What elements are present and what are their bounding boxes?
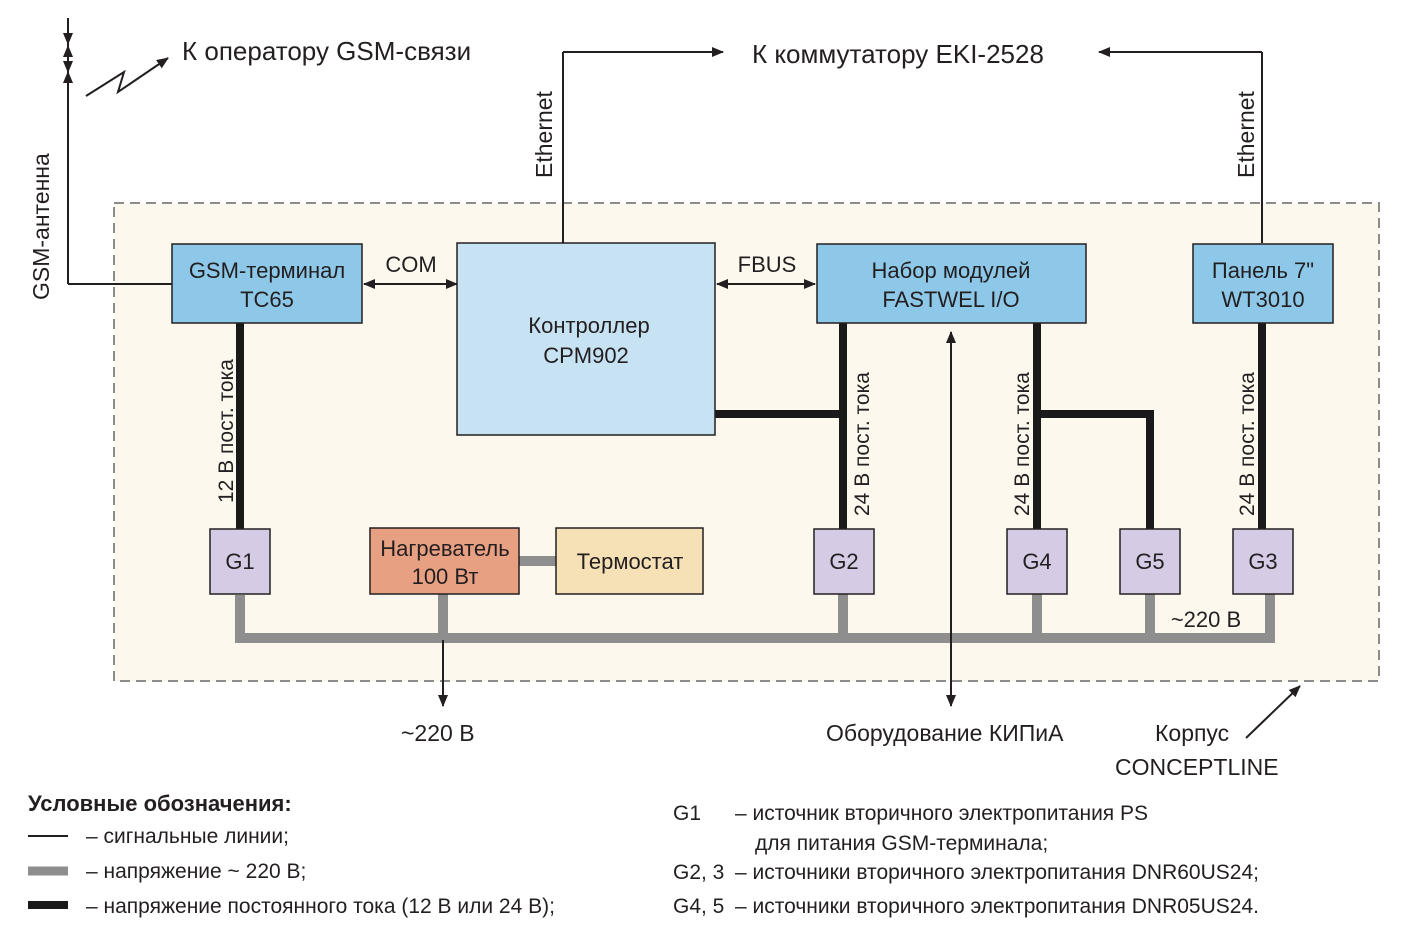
heater-block: Нагреватель 100 Вт <box>369 527 520 595</box>
controller-line2: CPM902 <box>543 343 629 368</box>
g3-block: G3 <box>1232 528 1294 595</box>
gsm-terminal-line2: TC65 <box>240 287 294 312</box>
note-g23-code: G2, 3 <box>673 861 724 884</box>
g5-block: G5 <box>1119 528 1181 595</box>
gsm-operator-label: К оператору GSM-связи <box>182 36 471 66</box>
heater-line1: Нагреватель <box>380 536 509 561</box>
io-modules-block: Набор модулей FASTWEL I/O <box>816 243 1087 324</box>
dc-lines <box>236 323 1266 531</box>
panel-line1: Панель 7" <box>1212 258 1314 283</box>
io-modules-line1: Набор модулей <box>872 258 1031 283</box>
ac-bus-label: ~220 В <box>1171 607 1241 632</box>
gsm-terminal-line1: GSM-терминал <box>189 258 345 283</box>
gsm-antenna-label: GSM-антенна <box>28 153 54 300</box>
thermostat-block: Термостат <box>555 527 704 595</box>
heater-line2: 100 Вт <box>412 564 479 589</box>
gsm-terminal-block: GSM-терминал TC65 <box>171 243 363 324</box>
dc-g4-label: 24 В пост. тока <box>1011 372 1034 516</box>
note-g1-text2: для питания GSM-терминала; <box>755 832 1048 855</box>
ac-bus <box>235 556 1275 643</box>
ethernet-right-label: Ethernet <box>1233 90 1259 178</box>
switch-label: К коммутатору EKI-2528 <box>752 39 1044 69</box>
note-g45-code: G4, 5 <box>673 895 724 918</box>
legend-dc-label: – напряжение постоянного тока (12 В или … <box>86 895 555 918</box>
legend-ac-label: – напряжение ~ 220 В; <box>86 860 306 883</box>
signal-lines <box>63 18 1301 739</box>
g4-label: G4 <box>1022 549 1051 574</box>
panel-block: Панель 7" WT3010 <box>1192 243 1334 324</box>
controller-line1: Контроллер <box>528 313 649 338</box>
dc-g2-label: 24 В пост. тока <box>851 372 874 516</box>
legend-title: Условные обозначения: <box>28 791 292 816</box>
ethernet-left-label: Ethernet <box>531 90 557 178</box>
mains-label: ~220 В <box>401 720 475 746</box>
g5-label: G5 <box>1135 549 1164 574</box>
dc-g3-label: 24 В пост. тока <box>1236 372 1259 516</box>
dc-g1-label: 12 В пост. тока <box>215 359 238 503</box>
note-g1-code: G1 <box>673 802 701 825</box>
note-g45-text: – источники вторичного электропитания DN… <box>735 895 1259 918</box>
fbus-label: FBUS <box>738 252 797 277</box>
thermostat-label: Термостат <box>577 549 684 574</box>
kipia-label: Оборудование КИПиА <box>826 720 1064 746</box>
g1-block: G1 <box>209 528 271 595</box>
case-label-line2: CONCEPTLINE <box>1115 754 1279 780</box>
controller-block: Контроллер CPM902 <box>456 242 716 436</box>
legend: Условные обозначения: – сигнальные линии… <box>28 791 555 918</box>
g2-label: G2 <box>829 549 858 574</box>
g3-label: G3 <box>1248 549 1277 574</box>
io-modules-line2: FASTWEL I/O <box>882 287 1019 312</box>
notes: G1 – источник вторичного электропитания … <box>673 802 1259 918</box>
note-g23-text: – источники вторичного электропитания DN… <box>735 861 1259 884</box>
g4-block: G4 <box>1006 528 1068 595</box>
note-g1-text1: – источник вторичного электропитания PS <box>735 802 1148 825</box>
com-label: COM <box>385 252 436 277</box>
case-label-line1: Корпус <box>1155 720 1229 746</box>
g1-label: G1 <box>225 549 254 574</box>
panel-line2: WT3010 <box>1221 287 1304 312</box>
g2-block: G2 <box>813 528 875 595</box>
legend-signal-label: – сигнальные линии; <box>86 825 289 848</box>
